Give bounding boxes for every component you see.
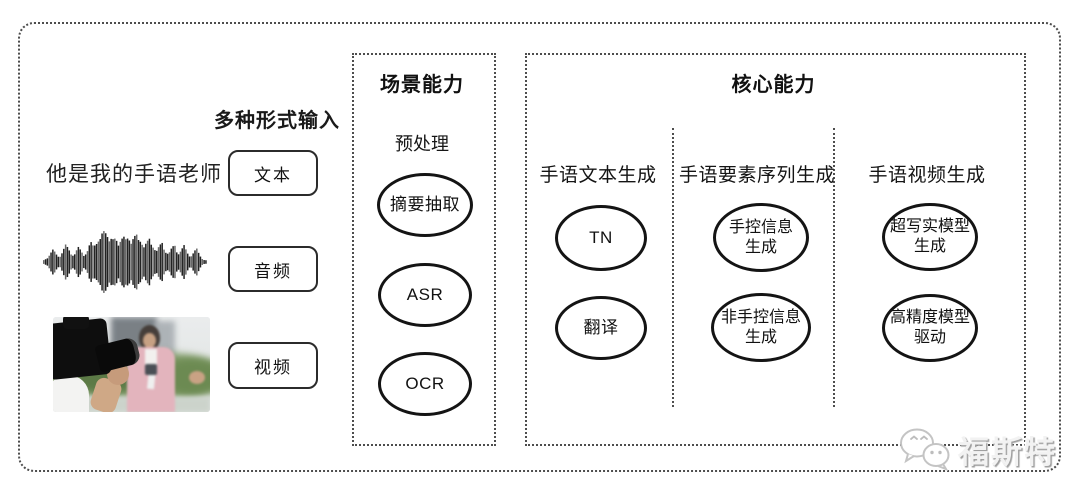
node-translate: 翻译	[555, 296, 647, 360]
watermark: 福斯特	[896, 426, 1057, 472]
core-divider-2	[833, 128, 835, 407]
multi-input-title: 多种形式输入	[214, 110, 340, 132]
input-type-audio-box: 音频	[228, 246, 318, 292]
column-header-sign-video-generation: 手语视频生成	[868, 165, 986, 186]
core-capability-title: 核心能力	[731, 74, 816, 96]
microphone-logo-cube	[145, 364, 157, 375]
column-header-sign-element-sequence-generation: 手语要素序列生成	[678, 165, 835, 186]
reporter-hand	[189, 371, 205, 384]
node-high-precision-model-drive: 高精度模型 驱动	[882, 294, 978, 362]
node-manual-info-generation: 手控信息 生成	[713, 203, 809, 272]
preprocess-label: 预处理	[395, 134, 449, 154]
node-non-manual-info-generation: 非手控信息 生成	[711, 293, 811, 362]
node-tn: TN	[555, 205, 647, 271]
input-type-text-box: 文本	[228, 150, 318, 196]
core-capability-box	[525, 53, 1026, 446]
camera-viewfinder	[63, 317, 89, 329]
video-thumbnail-image	[53, 317, 210, 412]
watermark-text: 福斯特	[958, 434, 1057, 470]
column-header-sign-text-generation: 手语文本生成	[539, 165, 657, 186]
cameraman-shoulder	[53, 375, 89, 412]
node-asr: ASR	[378, 263, 472, 327]
wechat-logo-icon	[900, 428, 950, 471]
node-ocr: OCR	[378, 352, 472, 416]
audio-waveform-icon	[43, 231, 207, 293]
input-type-video-box: 视频	[228, 342, 318, 389]
reporter-face	[143, 333, 156, 348]
node-summary-extraction: 摘要抽取	[377, 173, 473, 237]
scene-capability-title: 场景能力	[380, 74, 464, 96]
outer-frame	[18, 22, 1061, 472]
sample-sentence-text: 他是我的手语老师	[46, 163, 222, 186]
core-divider-1	[672, 128, 674, 407]
scene-capability-box	[352, 53, 496, 446]
node-hyperreal-model-generation: 超写实模型 生成	[882, 203, 978, 271]
